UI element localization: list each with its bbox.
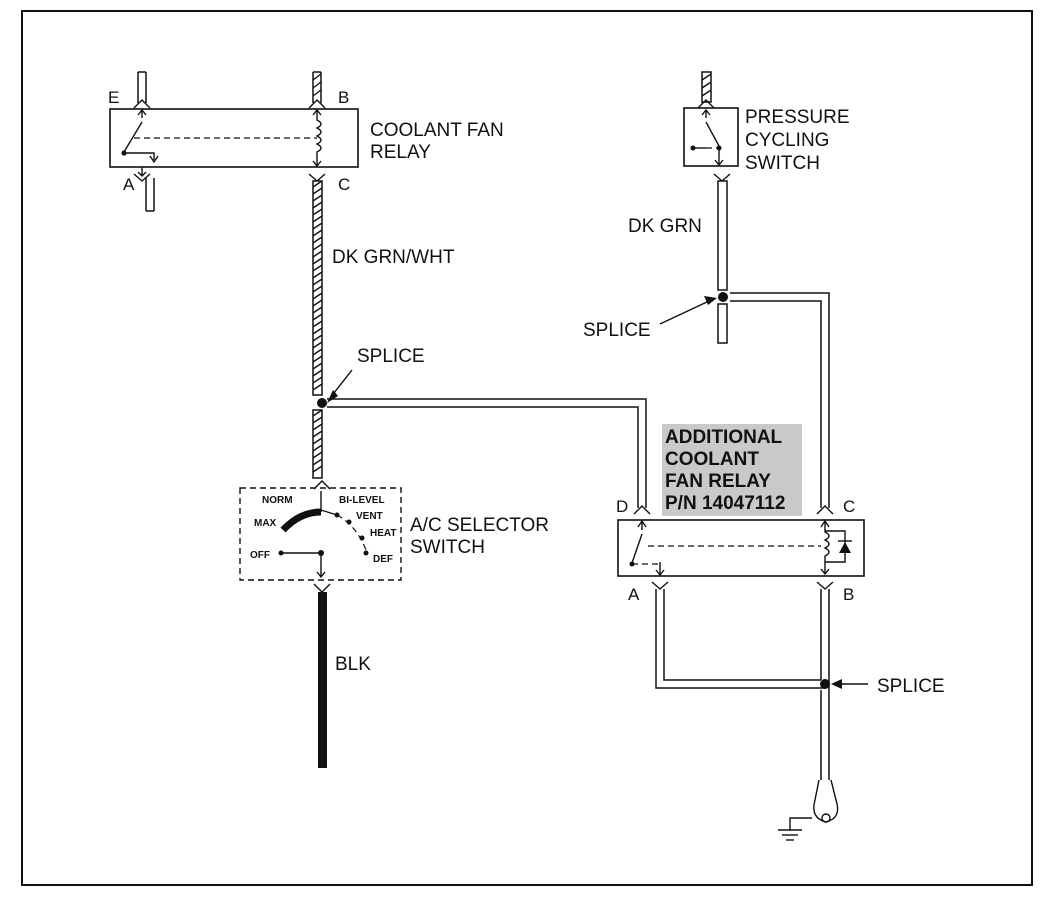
coolant-fan-relay-pin-c: C <box>338 175 350 194</box>
switch-pos-heat: HEAT <box>370 528 396 539</box>
switch-pos-norm: NORM <box>262 495 293 506</box>
splice-right-bottom-label: SPLICE <box>877 676 945 697</box>
coolant-fan-relay: E B A C COOLANT FAN RELAY <box>108 71 504 212</box>
switch-pos-off: OFF <box>250 550 270 561</box>
pressure-cycling-switch-label-3: SWITCH <box>745 153 820 174</box>
additional-relay-box <box>617 519 865 577</box>
ac-selector-switch: NORM BI-LEVEL MAX VENT HEAT OFF DEF A/C … <box>239 480 549 593</box>
pressure-cycling-switch-box <box>683 107 739 167</box>
wire-blk <box>318 592 327 768</box>
additional-coolant-fan-relay: ADDITIONAL COOLANT FAN RELAY P/N 1404711… <box>616 424 865 604</box>
splice-left-dot <box>317 398 327 408</box>
wire-label-blk: BLK <box>335 654 371 675</box>
switch-pos-max: MAX <box>254 518 277 529</box>
switch-pos-def: DEF <box>373 554 393 565</box>
switch-pos-bi-level: BI-LEVEL <box>339 495 385 506</box>
additional-relay-label-3: FAN RELAY <box>665 471 771 492</box>
ground-terminal <box>778 779 839 841</box>
pressure-cycling-switch-label-2: CYCLING <box>745 130 829 151</box>
additional-relay-pin-a: A <box>628 585 640 604</box>
splice-right-top-dot <box>718 292 728 302</box>
splice-right-bottom-dot <box>820 679 830 689</box>
diagram-frame <box>21 10 1033 886</box>
pressure-cycling-switch: PRESSURE CYCLING SWITCH <box>683 71 850 182</box>
additional-relay-label-1: ADDITIONAL <box>665 427 783 448</box>
additional-relay-label-2: COOLANT <box>665 449 759 470</box>
ac-selector-switch-label-1: A/C SELECTOR <box>410 515 549 536</box>
coolant-fan-relay-label-1: COOLANT FAN <box>370 120 504 141</box>
coolant-fan-relay-pin-a: A <box>123 175 135 194</box>
switch-pos-vent: VENT <box>356 511 383 522</box>
splice-left-label: SPLICE <box>357 346 425 367</box>
additional-relay-pin-c: C <box>843 497 855 516</box>
coolant-fan-relay-pin-e: E <box>108 88 119 107</box>
wire-label-dk-grn: DK GRN <box>628 216 702 237</box>
ac-selector-switch-label-2: SWITCH <box>410 537 485 558</box>
coolant-fan-relay-pin-b: B <box>338 88 349 107</box>
splice-right-top-label: SPLICE <box>583 320 651 341</box>
additional-relay-pin-b: B <box>843 585 854 604</box>
additional-relay-pin-d: D <box>616 497 628 516</box>
coolant-fan-relay-label-2: RELAY <box>370 142 431 163</box>
wire-label-dk-grn-wht: DK GRN/WHT <box>332 247 455 268</box>
additional-relay-label-highlight <box>662 424 802 516</box>
wire-dk-grn <box>717 180 728 291</box>
additional-relay-label-4: P/N 14047112 <box>665 493 785 514</box>
wire-dk-grn-wht: DK GRN/WHT <box>312 180 455 479</box>
pressure-cycling-switch-label-1: PRESSURE <box>745 107 850 128</box>
